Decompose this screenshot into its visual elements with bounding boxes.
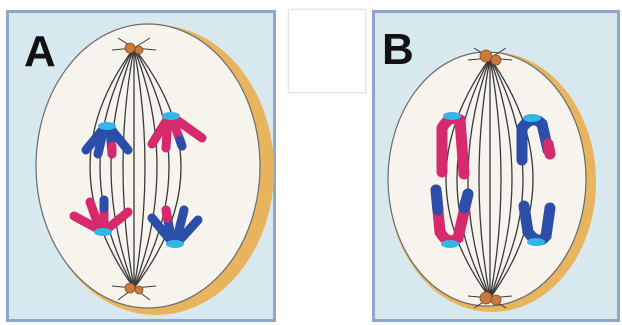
- panel-label-b: B: [382, 25, 414, 74]
- panel-a-figure: A: [6, 10, 276, 322]
- centrosome-bottom: [125, 283, 135, 293]
- cell-body: [388, 52, 586, 306]
- panel-a: A: [6, 10, 276, 322]
- panel-label-a: A: [24, 27, 56, 76]
- centrosome-bottom: [480, 292, 492, 304]
- blank-box: [288, 9, 366, 93]
- centrosome-top: [480, 50, 492, 62]
- panel-b-figure: B: [372, 10, 620, 322]
- centrosome-top: [125, 43, 135, 53]
- panel-b: B: [372, 10, 620, 322]
